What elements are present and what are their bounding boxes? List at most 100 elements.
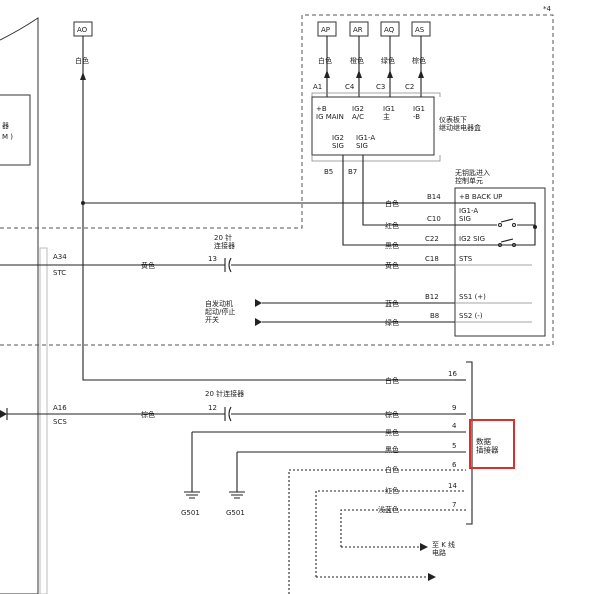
junction-keyless bbox=[533, 225, 537, 229]
connector-20-bottom-pin: 12 bbox=[208, 404, 217, 412]
row-c10-pin: C10 bbox=[427, 215, 441, 223]
row-c10-color: 红色 bbox=[385, 221, 399, 230]
row-b8-pin: B8 bbox=[430, 312, 439, 320]
ground-symbol-2 bbox=[229, 491, 245, 499]
terminal-ar-code: AR bbox=[353, 26, 363, 34]
connector-20-top-pin: 13 bbox=[208, 255, 217, 263]
dlc-label: 数据插接器 bbox=[476, 436, 499, 455]
wire-dlc-7 bbox=[340, 509, 466, 547]
dlc-14-pin: 14 bbox=[448, 482, 457, 490]
dlc-6-color: 白色 bbox=[385, 465, 399, 474]
connector-20-top-title: 20 针连接器 bbox=[214, 233, 235, 250]
pin-c2: C2 bbox=[405, 83, 414, 91]
row-b14-pin: B14 bbox=[427, 193, 441, 201]
wire-b7-ig1a bbox=[362, 155, 455, 226]
arrow-k-line bbox=[420, 543, 428, 551]
a16-pin: A16 bbox=[53, 404, 67, 412]
arrow-aq bbox=[387, 70, 393, 78]
k-line-label: 至 K 线电路 bbox=[432, 540, 455, 557]
switch-c10-a bbox=[498, 223, 502, 227]
ground-2: G501 bbox=[226, 491, 245, 517]
row-c18-pin: C18 bbox=[425, 255, 439, 263]
dlc-bracket bbox=[466, 361, 473, 525]
wire-backup-loop bbox=[455, 202, 536, 246]
connector-20-bottom-arc bbox=[228, 406, 232, 422]
dlc-9-pin: 9 bbox=[452, 404, 456, 412]
switch-c22-blade bbox=[500, 238, 514, 243]
terminal-aq-color: 绿色 bbox=[381, 56, 395, 65]
left-unit-text-top: 器 bbox=[2, 122, 9, 130]
wire-dlc-14 bbox=[315, 490, 466, 577]
arrow-ap bbox=[324, 70, 330, 78]
arrow-as bbox=[418, 70, 424, 78]
terminal-as-code: AS bbox=[415, 26, 425, 34]
connector-20-bottom-title: 20 针连接器 bbox=[205, 389, 244, 398]
row-c22-color: 黑色 bbox=[385, 241, 399, 250]
pin-b5: B5 bbox=[324, 168, 333, 176]
left-unit-inner-box bbox=[0, 94, 31, 166]
dlc-5-color: 黑色 bbox=[385, 445, 399, 454]
dlc-5-pin: 5 bbox=[452, 442, 456, 450]
arrow-dlc-14 bbox=[428, 573, 436, 581]
dlc-7-pin: 7 bbox=[452, 501, 456, 509]
row-b14-label: +B BACK UP bbox=[459, 193, 502, 201]
dlc-9-color: 棕色 bbox=[385, 410, 399, 419]
row-c18-label: STS bbox=[459, 255, 473, 263]
keyless-unit-title: 无钥匙进入控制单元 bbox=[455, 168, 490, 185]
wire-dlc-6 bbox=[288, 469, 466, 594]
relay-box-outline bbox=[311, 96, 435, 156]
a34-pin: A34 bbox=[53, 253, 67, 261]
ground-2-label: G501 bbox=[226, 509, 245, 517]
keyless-unit: 无钥匙进入控制单元 白色 B14 +B BACK UP 红色 C10 IG1-A… bbox=[385, 168, 546, 337]
switch-c22-a bbox=[498, 243, 502, 247]
keyless-unit-box bbox=[454, 187, 546, 337]
pin-c4: C4 bbox=[345, 83, 355, 91]
row-b12-pin: B12 bbox=[425, 293, 439, 301]
top-terminal-group: AP 白色 AR 橙色 AQ 绿色 AS 棕色 bbox=[317, 21, 431, 97]
terminal-ap-code: AP bbox=[321, 26, 330, 34]
terminal-ar-color: 橙色 bbox=[350, 56, 364, 65]
relay-box-title: 仪表板下继动继电器盒 bbox=[439, 115, 481, 132]
terminal-ap-color: 白色 bbox=[318, 56, 332, 65]
a16-wire-color: 棕色 bbox=[141, 410, 155, 419]
row-b12-label: SS1 (+) bbox=[459, 293, 486, 301]
switch-c22-b bbox=[512, 243, 516, 247]
arrow-scs-left bbox=[0, 410, 7, 418]
ground-symbol-1 bbox=[184, 491, 200, 499]
relay-section-boundary bbox=[0, 14, 554, 346]
note-ref: *4 bbox=[543, 5, 552, 13]
a34-label: STC bbox=[53, 269, 66, 277]
terminal-as-color: 棕色 bbox=[412, 56, 426, 65]
left-unit-text-bottom: M ) bbox=[2, 133, 13, 141]
dlc-highlight-box bbox=[469, 419, 515, 469]
start-stop-switch-label: 自发动机起动/停止开关 bbox=[205, 299, 235, 324]
a34-wire-color: 黄色 bbox=[141, 261, 155, 270]
row-b14-color: 白色 bbox=[385, 199, 399, 208]
arrow-ao bbox=[80, 72, 86, 80]
relay-top-bracket bbox=[311, 92, 441, 97]
terminal-ao-code: AO bbox=[77, 26, 88, 34]
arrow-ar bbox=[356, 70, 362, 78]
wire-b5-ig2 bbox=[342, 155, 455, 246]
switch-c10-b bbox=[512, 223, 516, 227]
wire-ao bbox=[82, 36, 455, 381]
arrow-ss1 bbox=[255, 299, 262, 307]
dlc-4-pin: 4 bbox=[452, 422, 457, 430]
row-c22-label: IG2 SIG bbox=[459, 235, 485, 243]
arrow-ss2 bbox=[255, 318, 262, 326]
data-link-connector: 白色 16 棕色 9 黑色 4 黑色 5 白色 6 红色 14 浅蓝色 7 至 … bbox=[191, 361, 515, 594]
a16-label: SCS bbox=[53, 418, 67, 426]
row-b8-label: SS2 (-) bbox=[459, 312, 483, 320]
pin-c3: C3 bbox=[376, 83, 385, 91]
dlc-16-color: 白色 bbox=[385, 376, 399, 385]
switch-c10-blade bbox=[500, 218, 514, 223]
relay-bottom-bracket bbox=[311, 155, 441, 162]
left-unit-rail bbox=[39, 247, 48, 594]
